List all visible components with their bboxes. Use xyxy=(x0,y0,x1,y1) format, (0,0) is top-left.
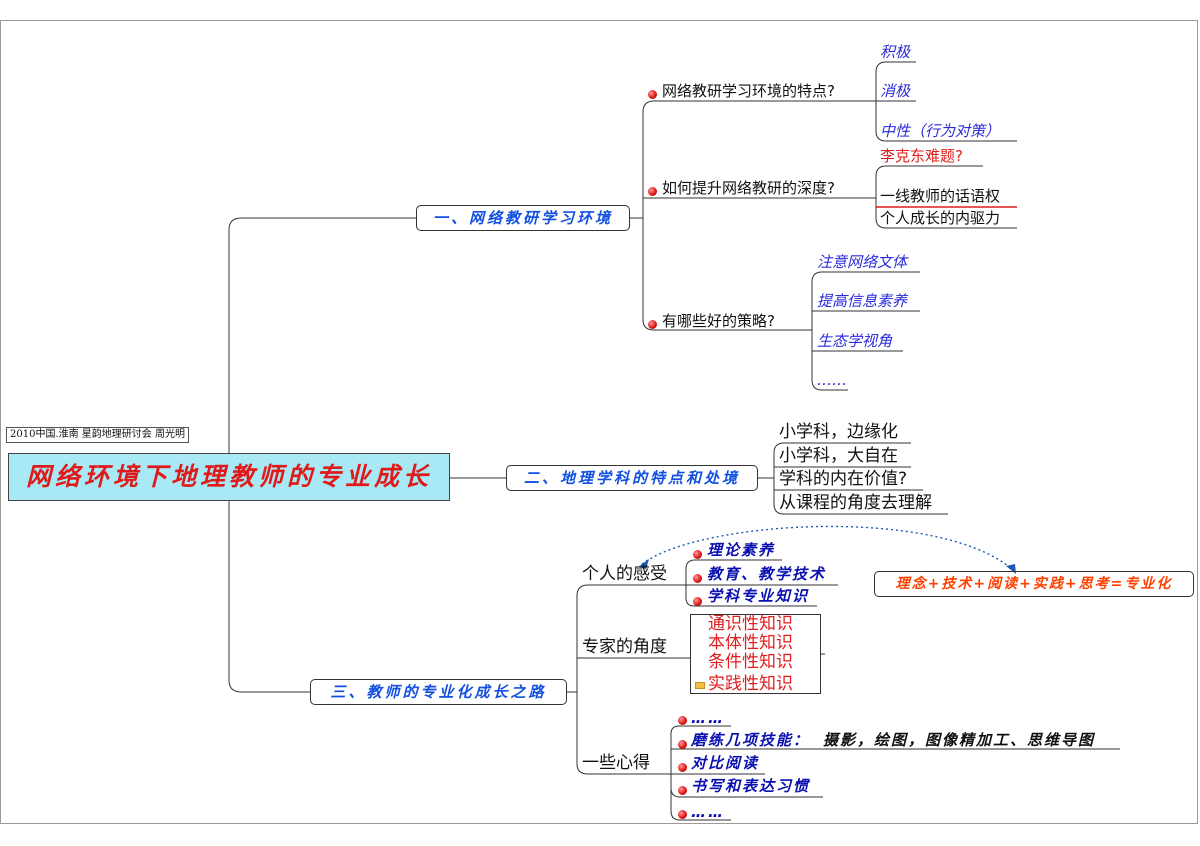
item-neutral[interactable]: 中性（行为对策） xyxy=(880,122,1001,140)
pencil-icon xyxy=(695,682,705,689)
canvas-frame xyxy=(0,20,1198,824)
item-teaching-tech[interactable]: 教育、教学技术 xyxy=(707,565,827,583)
topic-env-features[interactable]: 网络教研学习环境的特点? xyxy=(662,82,835,100)
topic-strategies[interactable]: 有哪些好的策略? xyxy=(662,312,775,330)
item-more[interactable]: …… xyxy=(817,371,847,389)
branch-network-environment[interactable]: 一、网络教研学习环境 xyxy=(416,205,630,231)
bullet-icon xyxy=(678,716,687,725)
item-practical-knowledge[interactable]: 实践性知识 xyxy=(708,674,793,694)
bullet-icon xyxy=(693,574,702,583)
credit-label: 2010中国.淮南 星韵地理研讨会 周光明 xyxy=(6,427,189,443)
item-general-knowledge[interactable]: 通识性知识 xyxy=(708,614,793,634)
central-topic[interactable]: 网络环境下地理教师的专业成长 xyxy=(8,453,450,501)
bullet-icon xyxy=(648,90,657,99)
item-tips-more-1[interactable]: …… xyxy=(691,709,725,727)
item-tips-more-2[interactable]: …… xyxy=(691,803,725,821)
bullet-icon xyxy=(693,550,702,559)
bullet-icon xyxy=(678,740,687,749)
bullet-icon xyxy=(693,597,702,606)
branch-label: 三、教师的专业化成长之路 xyxy=(330,683,547,701)
item-subject-body-knowledge[interactable]: 本体性知识 xyxy=(708,633,793,653)
item-positive[interactable]: 积极 xyxy=(880,43,911,61)
item-hone-skills[interactable]: 磨练几项技能： xyxy=(691,731,811,749)
topic-raise-depth[interactable]: 如何提升网络教研的深度? xyxy=(662,179,835,197)
item-skills-list[interactable]: 摄影，绘图，图像精加工、思维导图 xyxy=(823,731,1096,749)
item-conditional-knowledge[interactable]: 条件性知识 xyxy=(708,652,793,672)
item-network-style[interactable]: 注意网络文体 xyxy=(817,253,908,271)
branch-teacher-growth[interactable]: 三、教师的专业化成长之路 xyxy=(310,679,567,705)
item-teacher-voice[interactable]: 一线教师的话语权 xyxy=(880,187,1001,205)
item-compare-reading[interactable]: 对比阅读 xyxy=(691,754,760,772)
topic-personal-feeling[interactable]: 个人的感受 xyxy=(582,564,667,584)
item-info-literacy[interactable]: 提高信息素养 xyxy=(817,292,908,310)
branch-label: 二、地理学科的特点和处境 xyxy=(523,469,740,487)
bullet-icon xyxy=(678,810,687,819)
item-subject-knowledge[interactable]: 学科专业知识 xyxy=(707,587,810,605)
item-li-kedong-problem[interactable]: 李克东难题? xyxy=(880,147,963,165)
item-marginalized[interactable]: 小学科，边缘化 xyxy=(779,422,898,442)
item-curriculum-view[interactable]: 从课程的角度去理解 xyxy=(779,493,932,513)
item-intrinsic-value[interactable]: 学科的内在价值? xyxy=(779,469,908,489)
expert-knowledge-box xyxy=(690,614,821,694)
branch-label: 一、网络教研学习环境 xyxy=(432,209,613,227)
bullet-icon xyxy=(648,320,657,329)
bullet-icon xyxy=(678,763,687,772)
formula-box[interactable]: 理念+技术+阅读+实践+思考=专业化 xyxy=(874,571,1194,597)
item-negative[interactable]: 消极 xyxy=(880,82,911,100)
bullet-icon xyxy=(648,187,657,196)
item-inner-drive[interactable]: 个人成长的内驱力 xyxy=(880,209,1001,227)
item-writing-habit[interactable]: 书写和表达习惯 xyxy=(691,777,811,795)
item-freedom[interactable]: 小学科，大自在 xyxy=(779,446,898,466)
item-ecology-view[interactable]: 生态学视角 xyxy=(817,332,893,350)
item-theory-literacy[interactable]: 理论素养 xyxy=(707,541,776,559)
bullet-icon xyxy=(678,786,687,795)
branch-geography-subject[interactable]: 二、地理学科的特点和处境 xyxy=(506,465,758,491)
topic-expert-view[interactable]: 专家的角度 xyxy=(582,637,667,657)
topic-experience[interactable]: 一些心得 xyxy=(582,753,650,773)
